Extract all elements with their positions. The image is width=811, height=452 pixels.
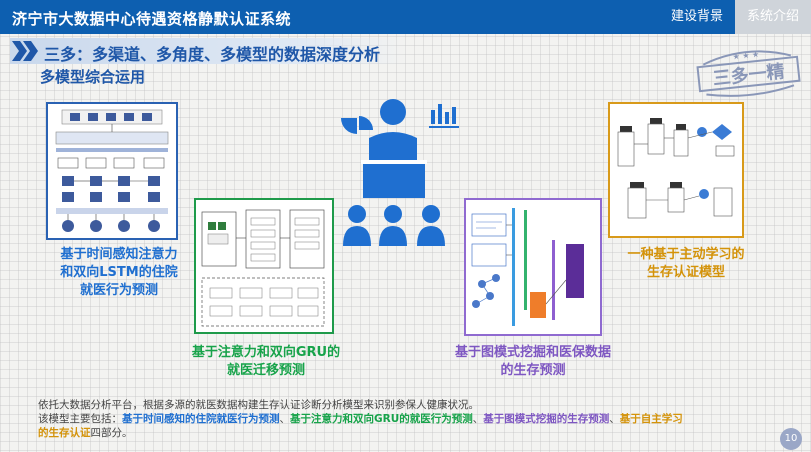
footer-intro: 该模型主要包括： bbox=[38, 413, 122, 425]
section-subtitle: 多模型综合运用 bbox=[40, 68, 146, 86]
footer-line2: 该模型主要包括：基于时间感知的住院就医行为预测、基于注意力和双向GRU的就医行为… bbox=[38, 412, 758, 426]
model-figure-gru[interactable] bbox=[194, 198, 334, 334]
footer-separator: 、 bbox=[472, 413, 484, 425]
lstm-architecture-diagram bbox=[55, 109, 169, 232]
app-title: 济宁市大数据中心待遇资格静默认证系统 bbox=[12, 10, 292, 28]
top-header: 济宁市大数据中心待遇资格静默认证系统 建设背景 系统介绍 bbox=[0, 0, 811, 34]
footer-item-active-b: 的生存认证 bbox=[38, 427, 91, 439]
model-caption-active-learning: 一种基于主动学习的 生存认证模型 bbox=[612, 246, 760, 282]
footer-line1: 依托大数据分析平台，根据多源的就医数据构建生存认证诊断分析模型来识别参保人健康状… bbox=[38, 399, 479, 411]
nav-tab-background[interactable]: 建设背景 bbox=[670, 9, 723, 24]
active-learning-flowchart bbox=[617, 118, 735, 219]
footer-item-graph: 基于图模式挖掘的生存预测 bbox=[483, 413, 610, 425]
caption-line: 一种基于主动学习的 bbox=[627, 247, 745, 262]
caption-line: 基于注意力和双向GRU的 bbox=[191, 345, 341, 360]
section-title: 三多：多渠道、多角度、多模型的数据深度分析 bbox=[44, 45, 381, 64]
gru-flow-diagram bbox=[201, 209, 325, 327]
nav-tab-system-intro[interactable]: 系统介绍 bbox=[734, 0, 811, 34]
footer-tail: 四部分。 bbox=[90, 427, 133, 439]
caption-line: 基于时间感知注意力 bbox=[60, 247, 178, 262]
footer-separator: 、 bbox=[609, 413, 620, 425]
svg-text:★ ★ ★: ★ ★ ★ bbox=[732, 50, 759, 62]
caption-line: 的生存预测 bbox=[500, 363, 566, 378]
model-caption-lstm: 基于时间感知注意力 和双向LSTM的住院 就医行为预测 bbox=[44, 246, 194, 300]
graph-mining-diagram bbox=[471, 208, 584, 326]
presenter-meeting-icon bbox=[341, 99, 459, 246]
page-number-badge: 10 bbox=[780, 428, 802, 450]
top-nav: 建设背景 系统介绍 bbox=[659, 0, 811, 34]
double-chevron-icon bbox=[12, 41, 38, 61]
caption-line: 就医行为预测 bbox=[79, 283, 158, 298]
footer-item-gru: 基于注意力和双向GRU的就医行为预测 bbox=[290, 413, 473, 425]
stamp-seal: ★ ★ ★ 三多一精 bbox=[696, 50, 801, 97]
model-figure-lstm[interactable] bbox=[46, 102, 178, 240]
model-caption-graph-mining: 基于图模式挖掘和医保数据 的生存预测 bbox=[430, 344, 636, 380]
caption-line: 基于图模式挖掘和医保数据 bbox=[454, 345, 611, 360]
footer-description: 依托大数据分析平台，根据多源的就医数据构建生存认证诊断分析模型来识别参保人健康状… bbox=[38, 398, 758, 440]
footer-line3: 的生存认证四部分。 bbox=[38, 426, 758, 440]
model-caption-gru: 基于注意力和双向GRU的 就医迁移预测 bbox=[168, 344, 364, 380]
model-figure-active-learning[interactable] bbox=[608, 102, 744, 238]
caption-line: 生存认证模型 bbox=[646, 265, 725, 280]
footer-separator: 、 bbox=[279, 413, 291, 425]
caption-line: 和双向LSTM的住院 bbox=[60, 265, 178, 280]
model-figure-graph-mining[interactable] bbox=[464, 198, 602, 336]
section-title-bar: 三多：多渠道、多角度、多模型的数据深度分析 bbox=[10, 38, 408, 64]
footer-item-active-a: 基于自主学习 bbox=[619, 413, 683, 425]
footer-item-lstm: 基于时间感知的住院就医行为预测 bbox=[122, 413, 280, 425]
caption-line: 就医迁移预测 bbox=[226, 363, 305, 378]
